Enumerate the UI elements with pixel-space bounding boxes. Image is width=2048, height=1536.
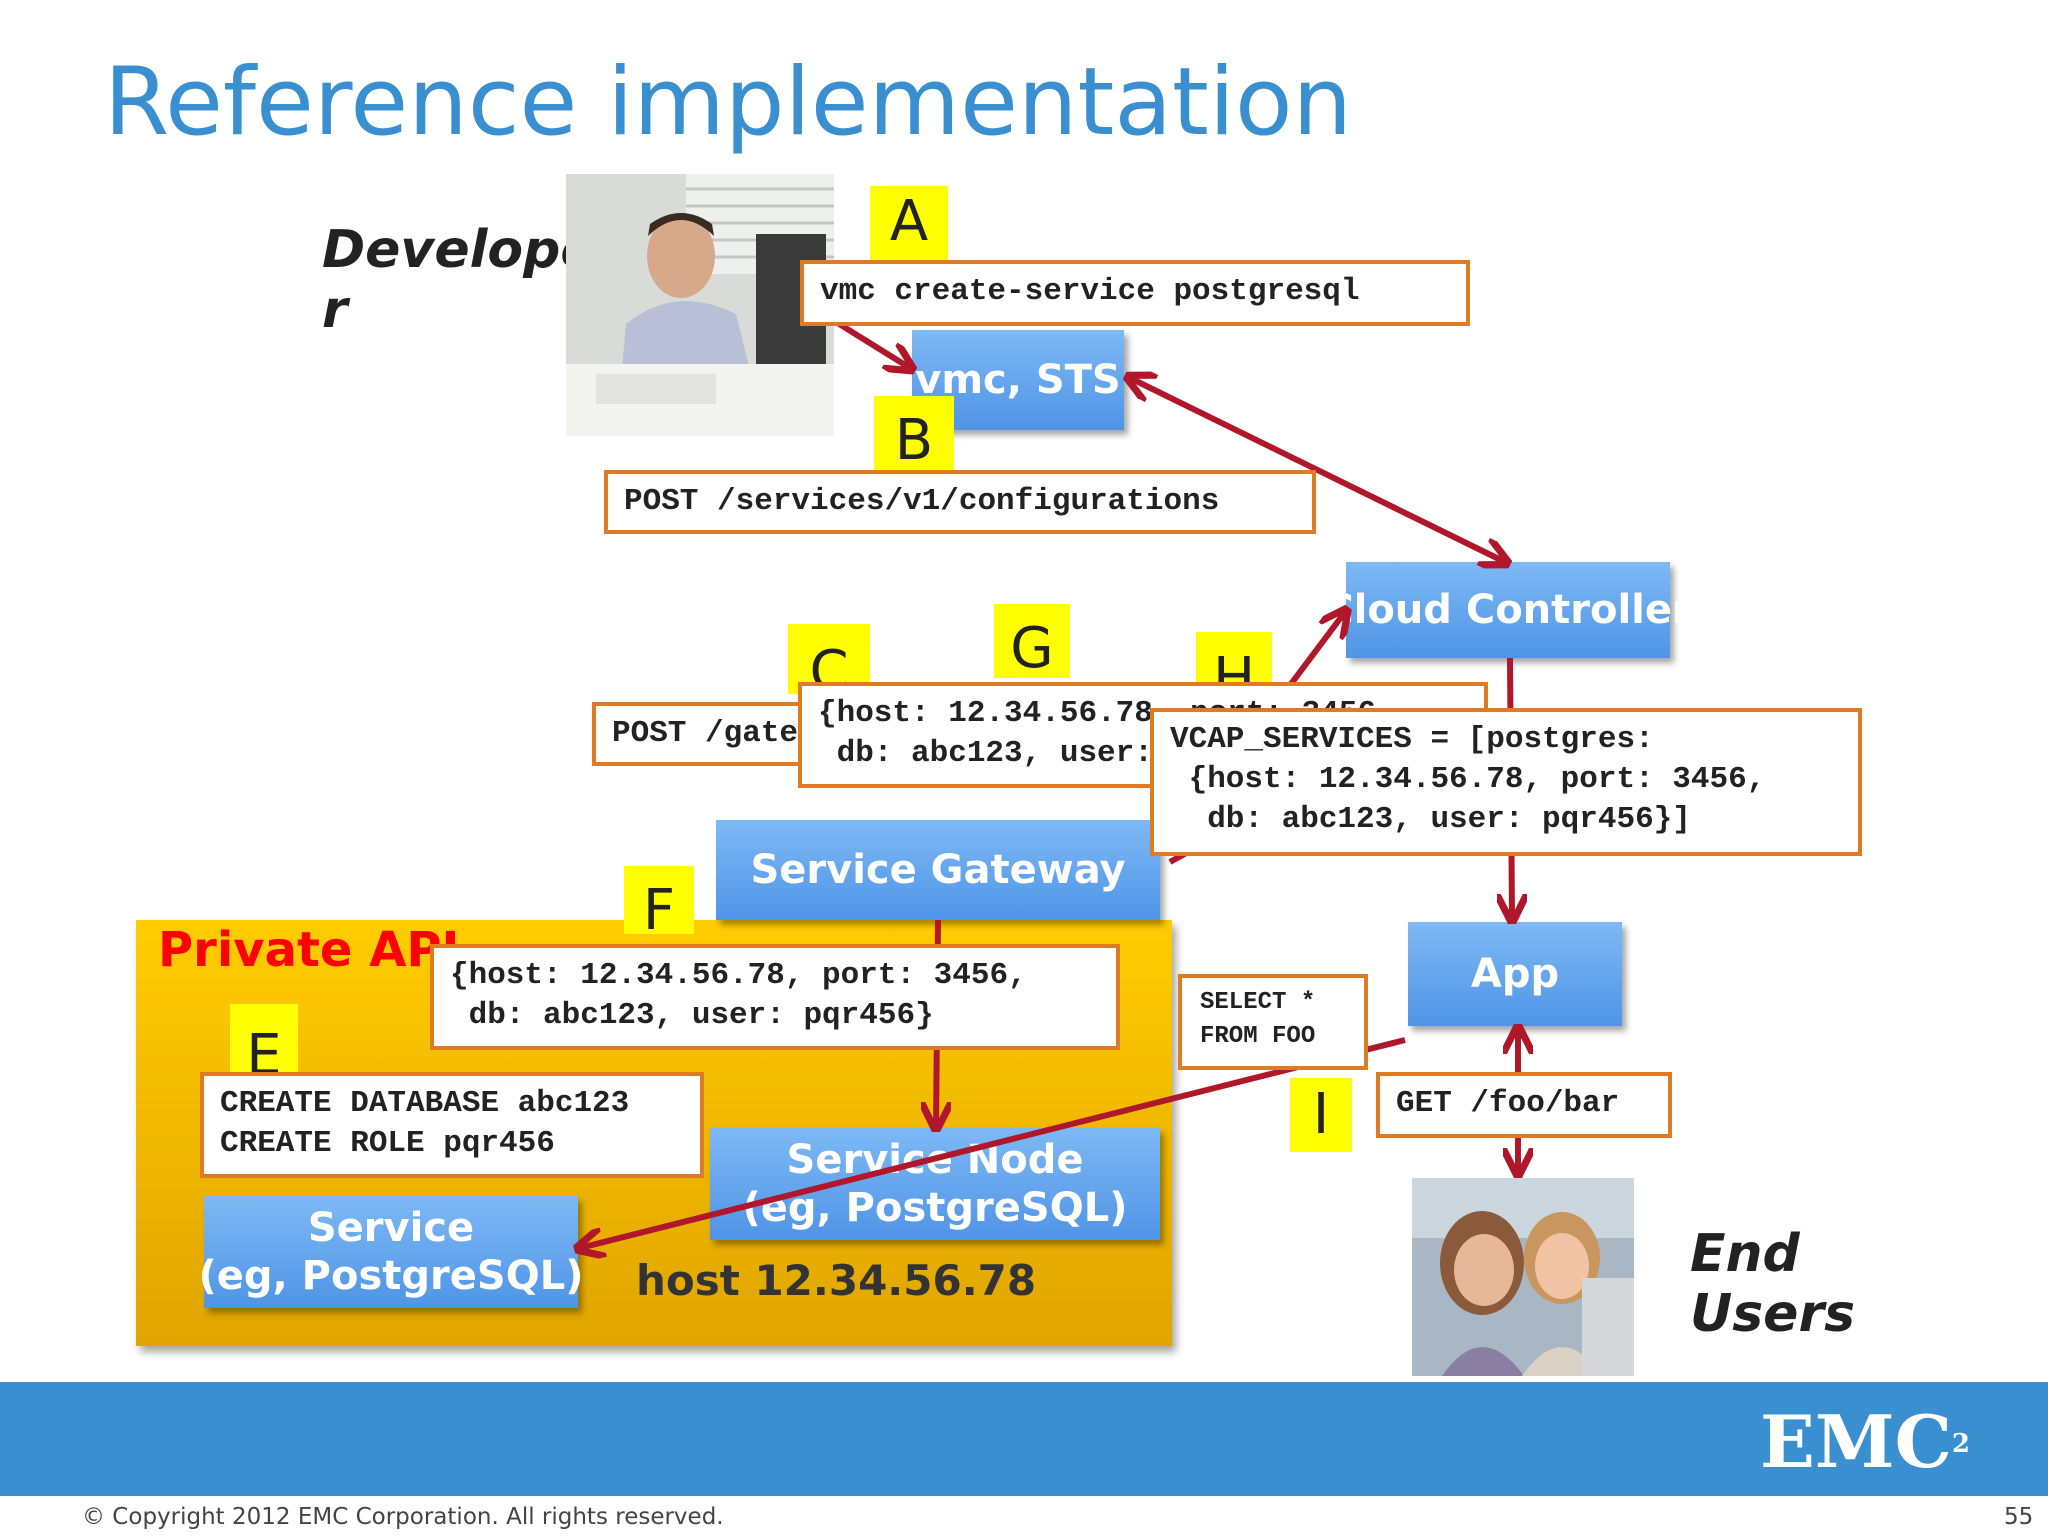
select-query-box: SELECT * FROM FOO xyxy=(1178,974,1368,1070)
cloud-controller-node: Cloud Controller xyxy=(1324,562,1692,658)
logo-text: EMC xyxy=(1760,1399,1952,1484)
emc-logo: EMC2 xyxy=(1760,1402,1970,1482)
service-postgresql-node: Service (eg, PostgreSQL) xyxy=(199,1196,583,1308)
end-users-photo xyxy=(1412,1178,1634,1376)
sql-box-e: CREATE DATABASE abc123 CREATE ROLE pqr45… xyxy=(200,1072,704,1178)
developer-label: Develope r xyxy=(322,220,596,340)
step-label-a: A xyxy=(870,186,948,262)
service-node: Service Node (eg, PostgreSQL) xyxy=(710,1128,1160,1240)
slide-title: Reference implementation xyxy=(104,48,1353,157)
developer-photo xyxy=(566,174,834,436)
vcap-services-box-h: VCAP_SERVICES = [postgres: {host: 12.34.… xyxy=(1150,708,1862,856)
logo-superscript: 2 xyxy=(1951,1429,1970,1459)
page-number: 55 xyxy=(2004,1504,2034,1530)
response-box-f: {host: 12.34.56.78, port: 3456, db: abc1… xyxy=(430,944,1120,1050)
copyright-text: © Copyright 2012 EMC Corporation. All ri… xyxy=(82,1504,724,1530)
service-gateway-node: Service Gateway xyxy=(716,820,1160,920)
command-box-a: vmc create-service postgresql xyxy=(800,260,1470,326)
step-label-g: G xyxy=(994,604,1070,681)
end-users-label: End Users xyxy=(1690,1224,1856,1344)
command-box-b: POST /services/v1/configurations xyxy=(604,470,1316,534)
get-request-box: GET /foo/bar xyxy=(1376,1072,1672,1138)
footer-band xyxy=(0,1382,2048,1496)
step-label-b: B xyxy=(874,396,954,473)
step-label-f: F xyxy=(624,866,694,943)
step-label-i: I xyxy=(1290,1078,1352,1152)
host-label: host 12.34.56.78 xyxy=(636,1256,1037,1305)
app-node: App xyxy=(1408,922,1622,1026)
private-api-label: Private API xyxy=(158,922,460,978)
